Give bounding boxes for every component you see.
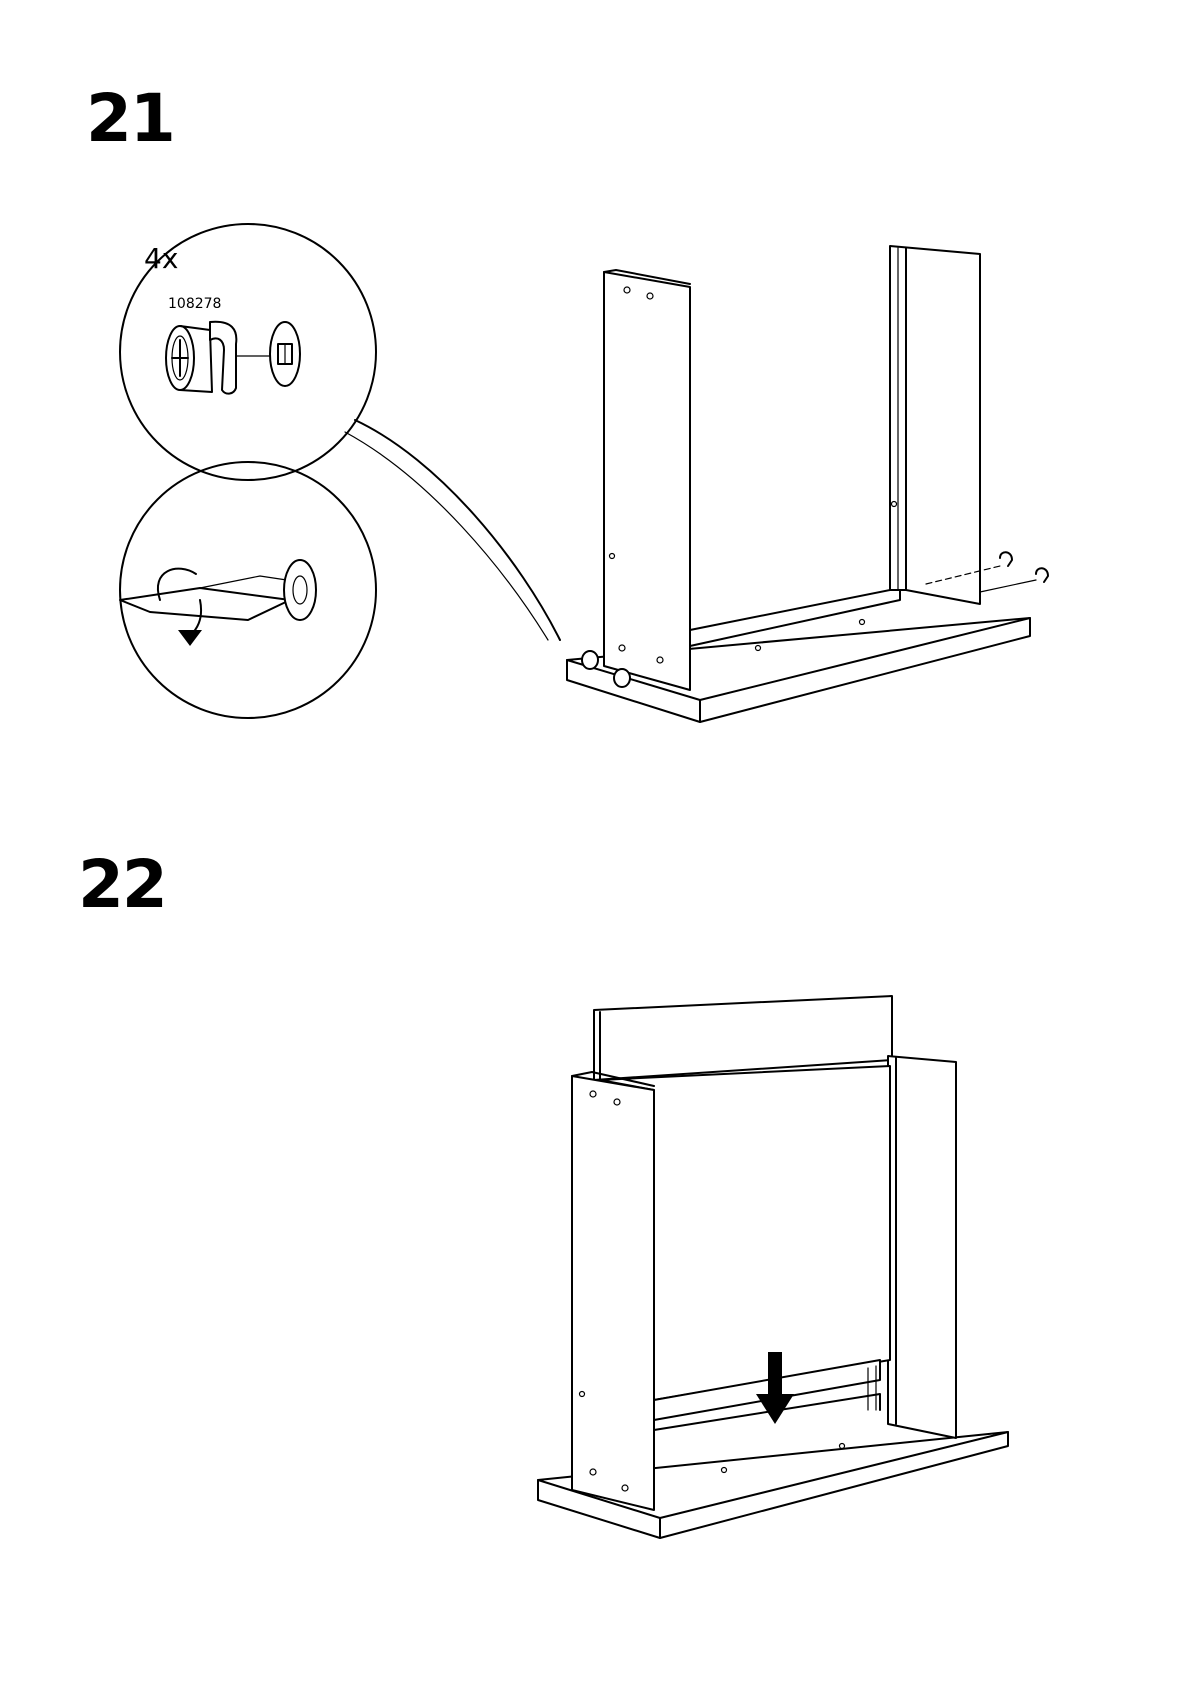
cabinet-frame-step-22 [538,996,1008,1538]
part-number-label: 108278 [168,296,221,312]
screwdriver-detail-circle [120,462,376,718]
quantity-label: 4x [144,242,178,275]
cam-lock-detail-circle: 4x 108278 [120,224,376,480]
cabinet-frame-step-21 [567,246,1048,722]
step-21-illustration: 4x 108278 [120,224,1048,722]
step-22-illustration [538,996,1008,1538]
screwdriver-icon [120,560,316,620]
cam-stud-icon [236,322,300,386]
detail-pointer-line [355,420,560,640]
cam-lock-icon [166,322,236,394]
